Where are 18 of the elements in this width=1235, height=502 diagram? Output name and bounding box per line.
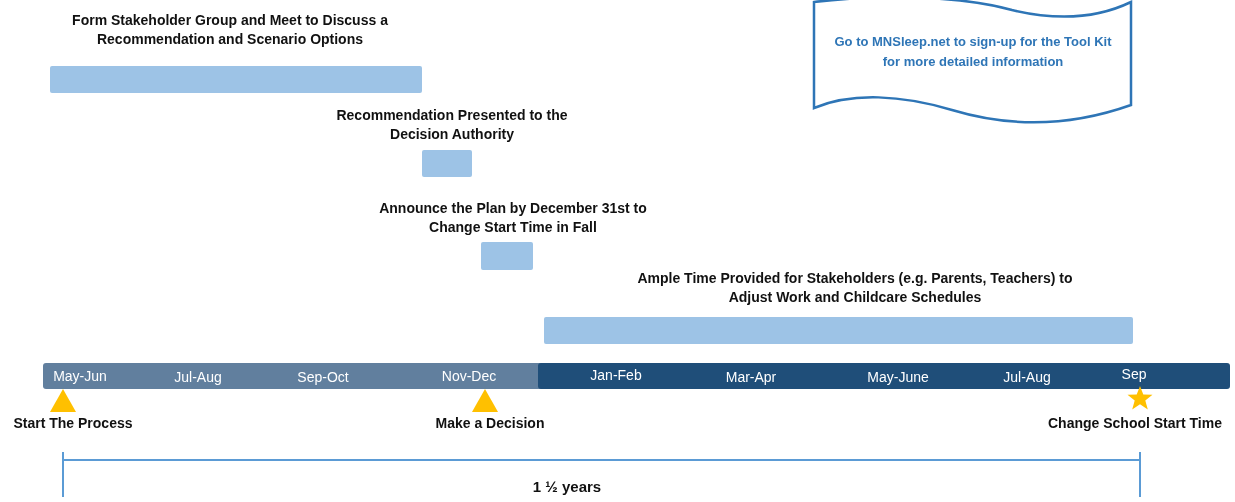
dimension-label: 1 ½ years: [532, 477, 602, 495]
task-label: Ample Time Provided for Stakeholders (e.g. Parents, Teachers) to Adjust Work and Childcare Schedules: [636, 269, 1074, 307]
period-label: Sep-Oct: [297, 369, 349, 385]
period-label: Jul-Aug: [1003, 369, 1051, 385]
banner-text: Go to MNSleep.net to sign-up for the Tool Kit for more detailed information: [833, 33, 1113, 71]
period-label: Sep: [1121, 366, 1147, 382]
period-label: Jan-Feb: [590, 367, 642, 383]
period-label: May-Jun: [53, 368, 107, 384]
period-label: Mar-Apr: [725, 369, 777, 385]
task-label: Recommendation Presented to the Decision Authority: [335, 106, 569, 144]
task-label: Announce the Plan by December 31st to Change Start Time in Fall: [378, 199, 648, 237]
period-label: May-June: [867, 369, 929, 385]
milestone-label: Change School Start Time: [1047, 414, 1223, 433]
period-label: Jul-Aug: [174, 369, 222, 385]
milestone-label: Make a Decision: [434, 414, 546, 433]
task-label: Form Stakeholder Group and Meet to Discuss a Recommendation and Scenario Options: [71, 11, 389, 49]
milestone-label: Start The Process: [12, 414, 134, 433]
period-label: Nov-Dec: [441, 368, 497, 384]
